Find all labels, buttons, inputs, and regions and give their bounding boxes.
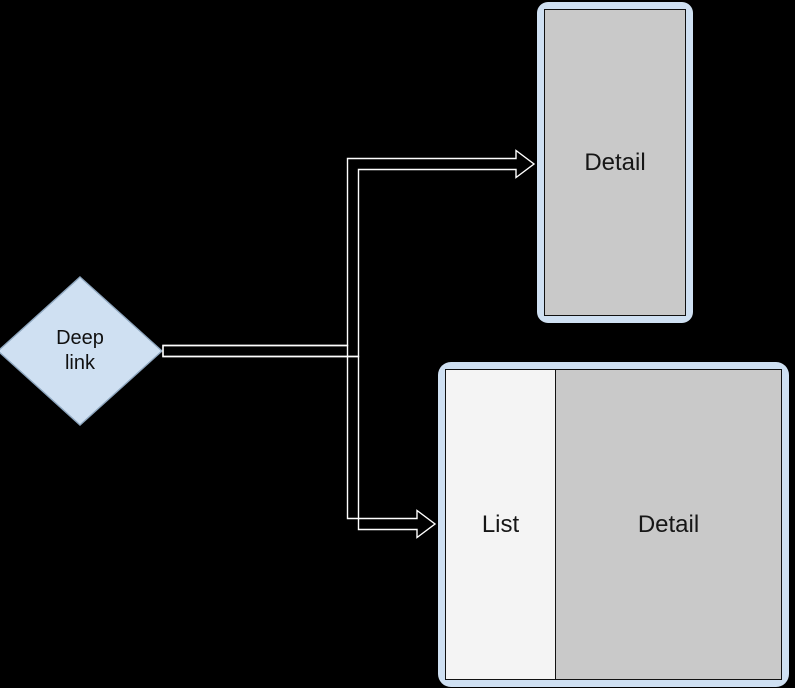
node-deep-link[interactable]: Deep link (0, 276, 163, 426)
phone-panel-detail[interactable]: Detail (545, 10, 685, 315)
tablet-panel-detail[interactable]: Detail (556, 370, 781, 679)
edge-deep-link-to-phone (162, 149, 536, 358)
node-phone-frame[interactable]: Detail (537, 2, 693, 323)
tablet-panel-list[interactable]: List (446, 370, 556, 679)
diamond-shape (0, 276, 163, 426)
phone-detail-label: Detail (584, 148, 646, 176)
phone-screen: Detail (544, 9, 686, 316)
node-tablet-frame[interactable]: List Detail (438, 362, 789, 687)
tablet-screen: List Detail (445, 369, 782, 680)
tablet-detail-label: Detail (637, 510, 700, 538)
edge-deep-link-to-tablet (162, 344, 437, 539)
tablet-list-label: List (481, 510, 520, 538)
